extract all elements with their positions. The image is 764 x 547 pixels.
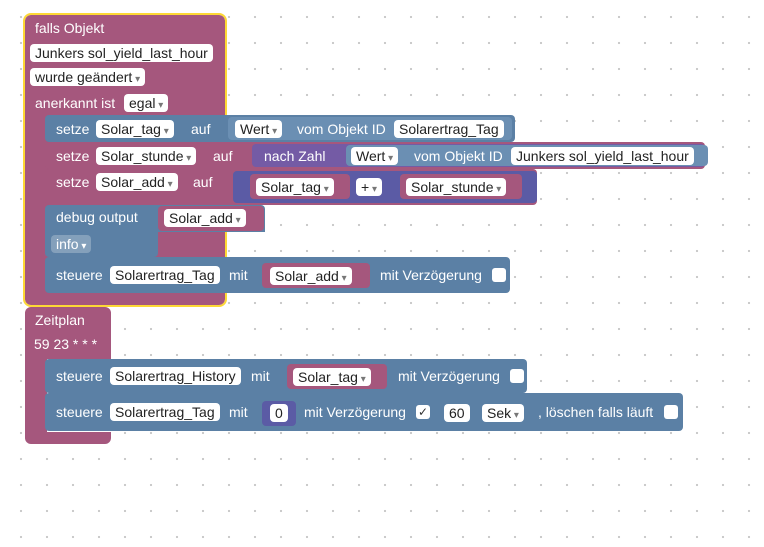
from-object-label-2: vom Objekt ID xyxy=(414,148,503,164)
clear-running-checkbox[interactable] xyxy=(664,405,678,419)
schedule-header: Zeitplan xyxy=(35,312,85,328)
convert-label: nach Zahl xyxy=(264,148,326,164)
schedule-block-bottom xyxy=(25,432,111,444)
debug-label: debug output xyxy=(56,209,138,225)
delay-checkbox-1[interactable] xyxy=(492,268,506,282)
schedule-block-spine xyxy=(25,359,47,434)
event-header: falls Objekt xyxy=(35,20,105,36)
value-selector-2[interactable]: Wert xyxy=(351,147,399,165)
ack-dropdown[interactable]: egal xyxy=(124,94,169,112)
from-object-label-1: vom Objekt ID xyxy=(297,121,386,137)
set-label-2: setze xyxy=(56,148,90,164)
event-inner-frame xyxy=(38,115,46,300)
debug-var-dropdown[interactable]: Solar_add xyxy=(164,209,246,227)
control-label-1: steuere xyxy=(56,267,103,283)
control-var-dropdown-1[interactable]: Solar_add xyxy=(270,267,352,285)
control-with-label-1: mit xyxy=(229,267,248,283)
event-trigger-dropdown[interactable]: wurde geändert xyxy=(30,68,146,86)
delay-value-field[interactable]: 60 xyxy=(444,404,470,422)
control-object-id-3[interactable]: Solarertrag_Tag xyxy=(110,403,220,421)
clear-running-label: , löschen falls läuft xyxy=(538,404,654,420)
event-object-id-field[interactable]: Junkers sol_yield_last_hour xyxy=(30,44,213,62)
control-object-id-2[interactable]: Solarertrag_History xyxy=(110,367,241,385)
cron-field[interactable]: 59 23 * * * xyxy=(34,336,98,352)
delay-label-1: mit Verzögerung xyxy=(380,267,482,283)
control-object-id-1[interactable]: Solarertrag_Tag xyxy=(110,266,220,284)
debug-level-dropdown[interactable]: info xyxy=(51,235,92,253)
object-id-field-2[interactable]: Junkers sol_yield_last_hour xyxy=(511,147,694,165)
object-id-field-1[interactable]: Solarertrag_Tag xyxy=(394,120,504,138)
control-label-3: steuere xyxy=(56,404,103,420)
to-label-3: auf xyxy=(193,174,213,190)
value-selector-1[interactable]: Wert xyxy=(235,120,283,138)
number-value-field[interactable]: 0 xyxy=(270,404,288,422)
var-dropdown-2[interactable]: Solar_stunde xyxy=(96,147,197,165)
var-dropdown-3[interactable]: Solar_add xyxy=(96,173,178,191)
set-label-3: setze xyxy=(56,174,90,190)
ack-label: anerkannt ist xyxy=(35,95,116,111)
schedule-block[interactable] xyxy=(25,307,111,359)
control-var-dropdown-2[interactable]: Solar_tag xyxy=(293,368,371,386)
control-with-label-2: mit xyxy=(251,368,270,384)
var-dropdown-1[interactable]: Solar_tag xyxy=(96,120,174,138)
math-operator-dropdown[interactable]: + xyxy=(356,178,382,196)
to-label-2: auf xyxy=(213,148,233,164)
set-label-1: setze xyxy=(56,121,90,137)
math-right-var[interactable]: Solar_stunde xyxy=(406,178,507,196)
to-label-1: auf xyxy=(191,121,211,137)
delay-unit-dropdown[interactable]: Sek xyxy=(482,404,524,422)
control-with-label-3: mit xyxy=(229,404,248,420)
control-label-2: steuere xyxy=(56,368,103,384)
delay-label-3: mit Verzögerung xyxy=(304,404,406,420)
delay-checkbox-3[interactable]: ✓ xyxy=(416,405,430,419)
event-block-bottom xyxy=(25,290,225,304)
math-left-var[interactable]: Solar_tag xyxy=(256,178,334,196)
delay-checkbox-2[interactable] xyxy=(510,369,524,383)
delay-label-2: mit Verzögerung xyxy=(398,368,500,384)
